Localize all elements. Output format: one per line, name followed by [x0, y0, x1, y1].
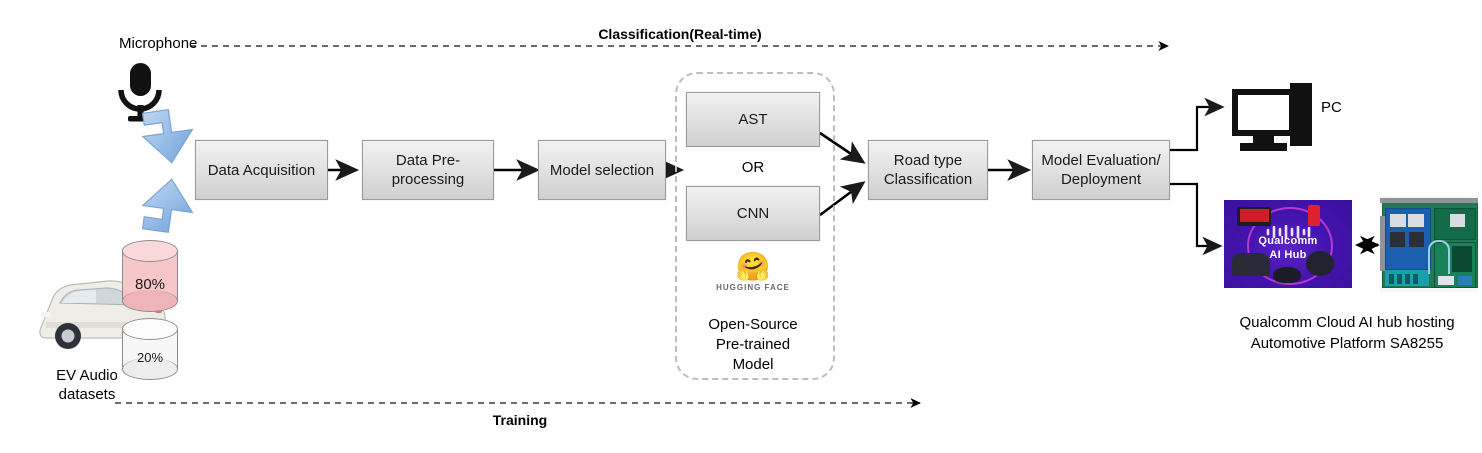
hub-phone-icon	[1308, 205, 1320, 227]
desktop-computer-icon	[1232, 83, 1312, 151]
hub-car-icon	[1231, 252, 1271, 276]
road-type-classification-box[interactable]: Road type Classification	[868, 140, 988, 200]
cnn-model-box[interactable]: CNN	[686, 186, 820, 241]
datasets-to-acquisition-arrow	[141, 178, 194, 233]
hub-ring	[1247, 207, 1333, 285]
train-split-cylinder: 80%	[122, 240, 178, 312]
hub-laptop-icon	[1236, 207, 1272, 227]
classification-flow-label: Classification(Real-time)	[598, 26, 762, 42]
open-source-model-caption: Open-Source Pre-trained Model	[708, 316, 798, 373]
cylinder-top	[122, 240, 178, 262]
model-or-label: OR	[741, 159, 765, 176]
pc-label: PC	[1321, 99, 1342, 116]
data-acquisition-box[interactable]: Data Acquisition	[195, 140, 328, 200]
training-flow-label: Training	[492, 412, 548, 428]
model-selection-box[interactable]: Model selection	[538, 140, 666, 200]
open-source-model-group	[675, 72, 835, 380]
qualcomm-ai-hub-tile: Qualcomm AI Hub	[1224, 200, 1352, 288]
mic-to-acquisition-arrow	[141, 109, 194, 164]
evaluation-to-aihub-arrow	[1170, 182, 1223, 256]
ast-model-box[interactable]: AST	[686, 92, 820, 147]
hub-title-line1: Qualcomm	[1258, 235, 1318, 248]
microphone-label: Microphone	[119, 35, 198, 52]
model-to-classification-arrows	[819, 131, 866, 217]
test-split-percent: 20%	[136, 350, 164, 365]
qualcomm-platform-caption: Qualcomm Cloud AI hub hosting Automotive…	[1239, 314, 1455, 352]
hub-title-line2: AI Hub	[1269, 249, 1307, 262]
train-split-percent: 80%	[134, 276, 166, 293]
test-split-cylinder: 20%	[122, 318, 178, 380]
cylinder-top	[122, 318, 178, 340]
cylinder-bottom	[122, 290, 178, 312]
model-evaluation-deployment-box[interactable]: Model Evaluation/ Deployment	[1032, 140, 1170, 200]
hugging-face-logo: 🤗 HUGGING FACE	[686, 251, 820, 293]
hugging-face-emoji-icon: 🤗	[735, 251, 771, 282]
data-preprocessing-box[interactable]: Data Pre- processing	[362, 140, 494, 200]
evaluation-to-pc-arrow	[1170, 97, 1225, 152]
automotive-dev-board-photo	[1380, 196, 1478, 292]
ev-audio-datasets-label: EV Audio datasets	[56, 367, 118, 403]
cylinder-bottom	[122, 358, 178, 380]
hub-waveform-icon	[1266, 224, 1311, 239]
hub-watch-icon	[1305, 251, 1335, 276]
hub-mouse-icon	[1272, 266, 1301, 283]
hugging-face-wordmark: HUGGING FACE	[716, 283, 790, 292]
